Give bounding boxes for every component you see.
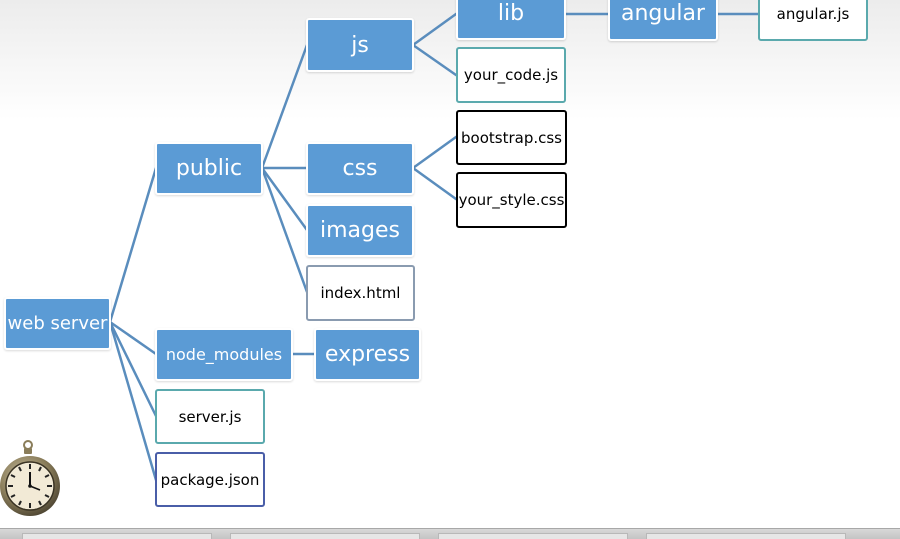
connector-public-index: [260, 166, 309, 294]
connector-public-images: [260, 166, 309, 232]
connector-css-yourstyle: [411, 166, 458, 201]
node-your-code-js: your_code.js: [456, 47, 566, 103]
node-bootstrap-css: bootstrap.css: [456, 110, 567, 165]
connector-public-js: [260, 43, 309, 170]
node-package-json: package.json: [155, 452, 265, 507]
pocket-watch-icon: [0, 440, 60, 516]
node-js: js: [306, 18, 414, 72]
connector-js-yourcode: [411, 43, 458, 77]
node-angular-js: angular.js: [758, 0, 868, 41]
node-images: images: [306, 204, 414, 257]
node-index-html: index.html: [306, 265, 415, 321]
node-lib: lib: [456, 0, 566, 40]
node-web-server: web server: [4, 297, 111, 350]
connector-webserver-public: [108, 166, 158, 324]
bottom-tab-1[interactable]: [22, 533, 212, 539]
bottom-tab-2[interactable]: [230, 533, 420, 539]
connector-js-lib: [411, 12, 458, 47]
bottom-toolbar: [0, 528, 900, 539]
connector-webserver-packagejson: [108, 320, 158, 482]
node-angular: angular: [608, 0, 718, 41]
connector-css-bootstrap: [411, 135, 458, 170]
node-your-style-css: your_style.css: [456, 172, 567, 228]
connector-webserver-serverjs: [108, 320, 158, 418]
bottom-tab-4[interactable]: [646, 533, 846, 539]
node-server-js: server.js: [155, 389, 265, 444]
node-node-modules: node_modules: [155, 328, 293, 381]
node-public: public: [155, 142, 263, 195]
node-express: express: [314, 328, 421, 381]
node-css: css: [306, 142, 414, 195]
connector-webserver-nodemodules: [108, 320, 158, 356]
bottom-tab-3[interactable]: [438, 533, 628, 539]
